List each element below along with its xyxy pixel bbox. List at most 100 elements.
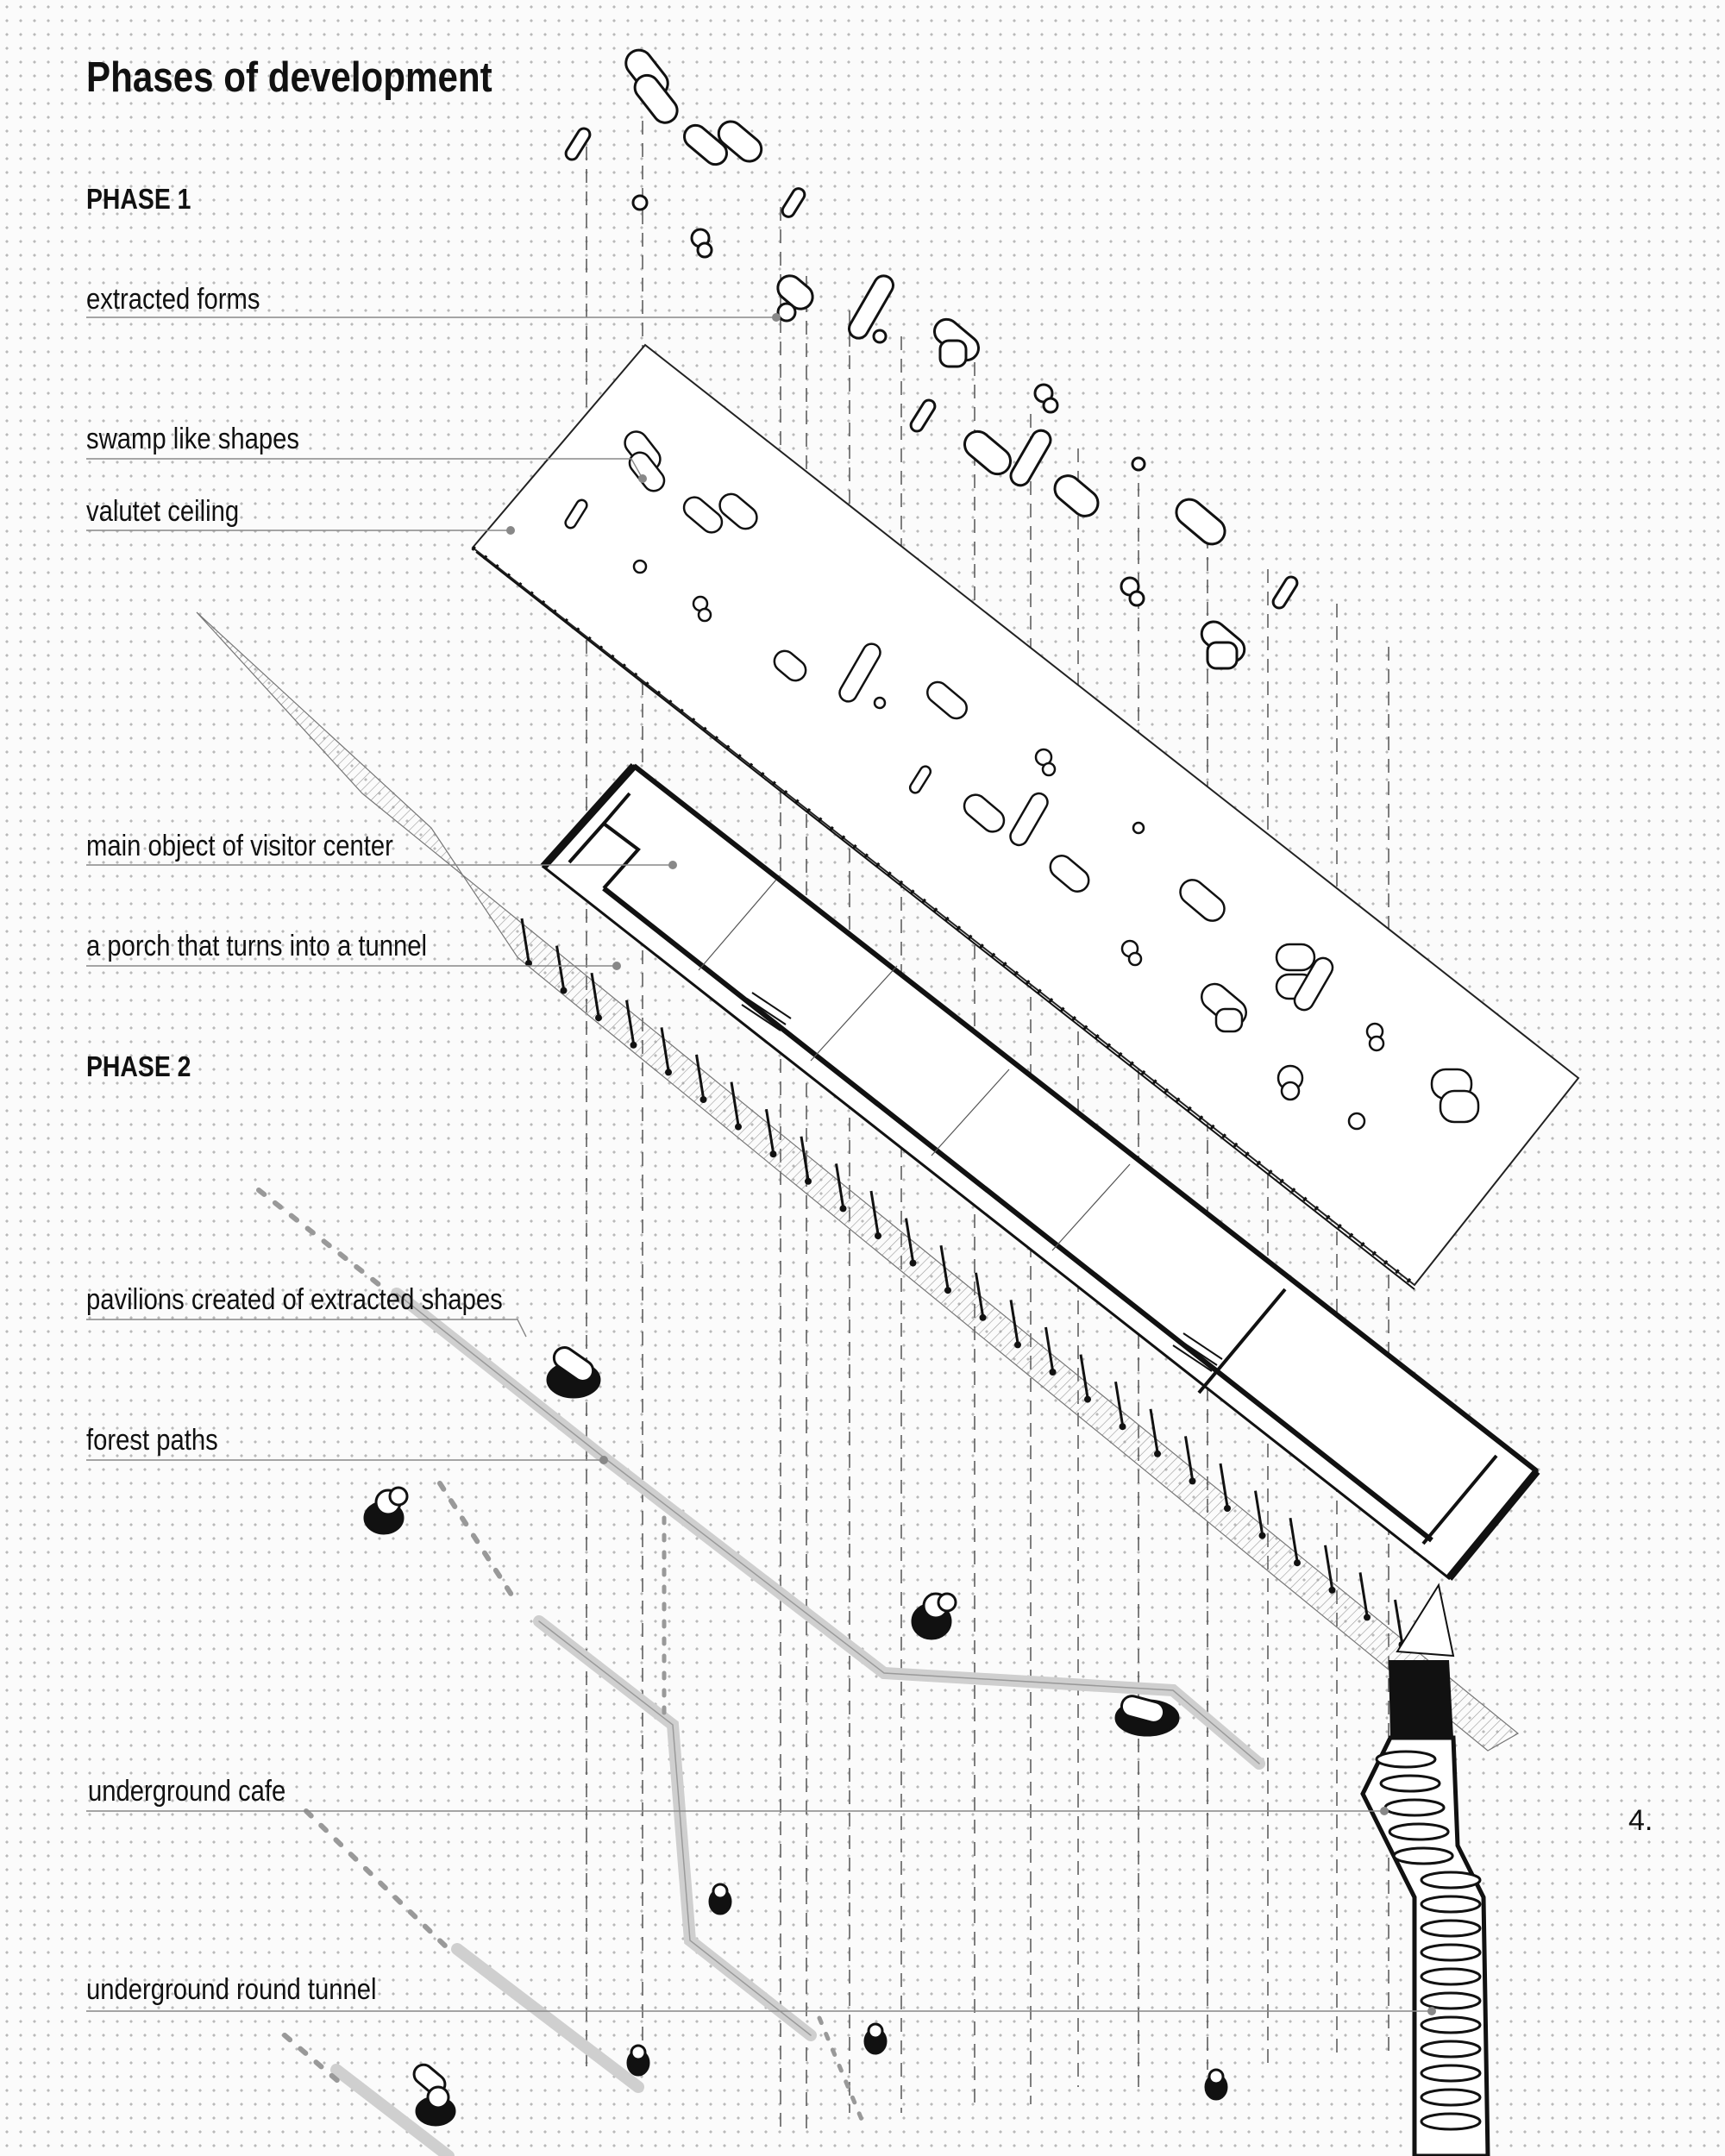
column-base (1014, 1341, 1021, 1349)
column-base (665, 1069, 672, 1076)
porch-column (1324, 1545, 1333, 1589)
label-extracted-forms: extracted forms (86, 283, 260, 316)
porch-column (730, 1081, 740, 1125)
underground-tunnel (1360, 1735, 1490, 2156)
porch-ground-plane (196, 611, 1520, 1752)
tunnel-ring (1420, 1895, 1482, 1914)
porch-column (1149, 1408, 1159, 1453)
porch-column (835, 1163, 844, 1207)
column-base (1049, 1369, 1057, 1376)
porch-column (939, 1244, 950, 1289)
label-porch-tunnel: a porch that turns into a tunnel (86, 930, 428, 962)
column-base (805, 1177, 812, 1185)
column-base (769, 1150, 777, 1158)
porch-column (625, 1000, 635, 1044)
label-underground-tunnel: underground round tunnel (86, 1973, 377, 2006)
porch-column (1394, 1599, 1403, 1644)
column-base (525, 960, 532, 967)
column-base (839, 1205, 847, 1213)
column-base (1294, 1559, 1301, 1567)
column-base (1154, 1450, 1161, 1457)
label-pavilions: pavilions created of extracted shapes (86, 1283, 503, 1316)
pavilions (363, 1346, 1228, 2127)
tunnel-ring (1420, 2040, 1482, 2059)
column-base (560, 987, 568, 994)
porch-column (520, 918, 530, 962)
page-number: 4. (1628, 1804, 1653, 1837)
column-base (1084, 1395, 1091, 1403)
pavilion (412, 2063, 456, 2127)
column-base (699, 1096, 707, 1103)
porch-column (1184, 1436, 1194, 1480)
pavilion (626, 2044, 650, 2077)
tunnel-ring (1420, 2015, 1482, 2034)
label-main-object: main object of visitor center (86, 830, 393, 862)
porch-column (1114, 1381, 1124, 1426)
column-base (630, 1041, 637, 1049)
pavilion (911, 1592, 957, 1640)
tunnel-ring (1420, 1871, 1482, 1890)
leader-lines (86, 317, 1432, 2012)
tunnel-ring (1388, 1822, 1450, 1841)
column-base (1224, 1505, 1231, 1512)
tunnel-ring (1420, 2088, 1482, 2107)
tunnel-ring (1420, 1991, 1482, 2010)
porch-column (1079, 1354, 1089, 1398)
phase-1-heading: PHASE 1 (86, 183, 191, 215)
label-swamp-like-shapes: swamp like shapes (86, 423, 300, 455)
porch-column (905, 1218, 914, 1262)
porch-column (765, 1108, 775, 1153)
pavilion (1204, 2068, 1228, 2101)
tunnel-rings (1375, 1750, 1482, 2131)
porch-columns (520, 918, 1406, 1648)
extracted-forms-cluster (564, 48, 1299, 670)
column-base (735, 1123, 742, 1131)
porch-column (975, 1272, 984, 1317)
column-base (875, 1232, 881, 1239)
column-base (595, 1014, 602, 1022)
pavilion (1114, 1695, 1180, 1737)
label-valutet-ceiling: valutet ceiling (86, 495, 240, 528)
tunnel-ring (1420, 2064, 1482, 2083)
porch-column (695, 1054, 705, 1099)
tunnel-ring (1383, 1798, 1446, 1817)
porch-column (1219, 1463, 1229, 1507)
porch-column (869, 1190, 880, 1235)
column-base (909, 1259, 917, 1267)
porch-column (1044, 1326, 1054, 1371)
pavilion (708, 1883, 732, 1915)
porch-column (590, 972, 600, 1017)
porch-column (800, 1136, 810, 1181)
column-base (1328, 1586, 1336, 1594)
page-title: Phases of development (86, 54, 492, 101)
tunnel-connector (1389, 1583, 1455, 1738)
porch-column (1254, 1490, 1264, 1534)
phase-2-heading: PHASE 2 (86, 1050, 191, 1082)
tunnel-ring (1392, 1846, 1454, 1865)
tunnel-ring (1420, 1967, 1482, 1986)
pavilion (363, 1486, 409, 1535)
tunnel-ring (1375, 1750, 1437, 1769)
tunnel-ring (1420, 1943, 1482, 1962)
tunnel-ring (1420, 2112, 1482, 2131)
column-base (979, 1313, 987, 1321)
porch-column (1358, 1572, 1369, 1616)
ceiling-openings (564, 430, 1480, 1131)
tunnel-ring (1420, 1919, 1482, 1938)
visitor-center-building (540, 762, 1540, 1581)
porch-column (660, 1027, 670, 1071)
porch-column (1009, 1300, 1019, 1344)
column-base (1364, 1614, 1371, 1621)
pavilion (863, 2022, 888, 2055)
column-base (1258, 1532, 1266, 1539)
column-base (944, 1287, 951, 1294)
label-underground-cafe: underground cafe (88, 1775, 286, 1808)
forest-paths (256, 1188, 1265, 2156)
porch-column (1289, 1517, 1299, 1562)
column-base (1189, 1477, 1196, 1485)
pavilion (546, 1346, 601, 1399)
tunnel-ring (1379, 1774, 1441, 1793)
porch-column (555, 945, 565, 989)
